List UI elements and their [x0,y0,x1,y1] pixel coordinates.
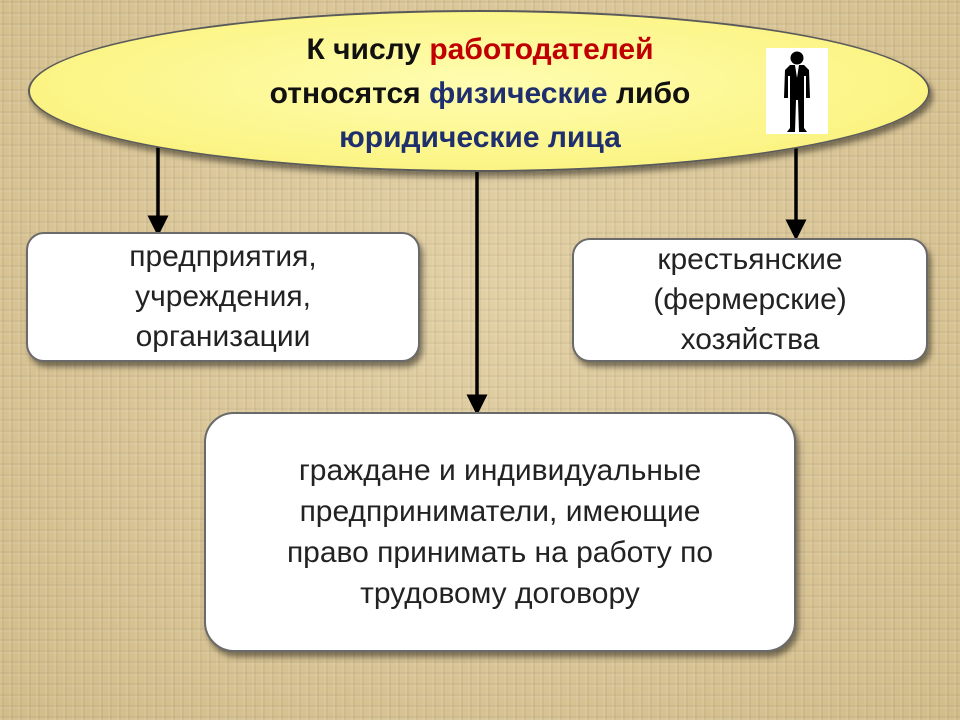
citizens-line-4: трудовому договору [360,577,640,610]
farms-line-2: (фермерские) [653,283,847,316]
title-text-prefix: К числу [306,33,430,66]
organizations-line-1: предприятия, [129,240,317,273]
citizens-line-2: предприниматели, имеющие [299,495,701,528]
title-text-or: либо [607,77,691,110]
farms-line-1: крестьянские [657,243,843,276]
farms-line-3: хозяйства [680,323,820,356]
organizations-box: предприятия, учреждения, организации [26,232,420,362]
title-highlight-employers: работодателей [429,33,654,66]
title-line-3: юридические лица [339,121,621,154]
employers-definition-text: К числу работодателей относятся физическ… [160,28,800,160]
title-text-relate: относятся [269,77,430,110]
citizens-line-3: право принимать на работу по [286,536,714,569]
organizations-line-3: организации [135,320,311,353]
organizations-line-2: учреждения, [135,280,311,313]
farms-box: крестьянские (фермерские) хозяйства [572,238,928,362]
title-highlight-physical: физические [429,77,608,110]
title-line-2: относятся физические либо [160,72,800,116]
title-line-1: К числу работодателей [160,28,800,72]
citizens-box: граждане и индивидуальные предпринимател… [204,412,796,652]
citizens-line-1: граждане и индивидуальные [298,454,702,487]
businessman-silhouette-icon [766,48,828,134]
